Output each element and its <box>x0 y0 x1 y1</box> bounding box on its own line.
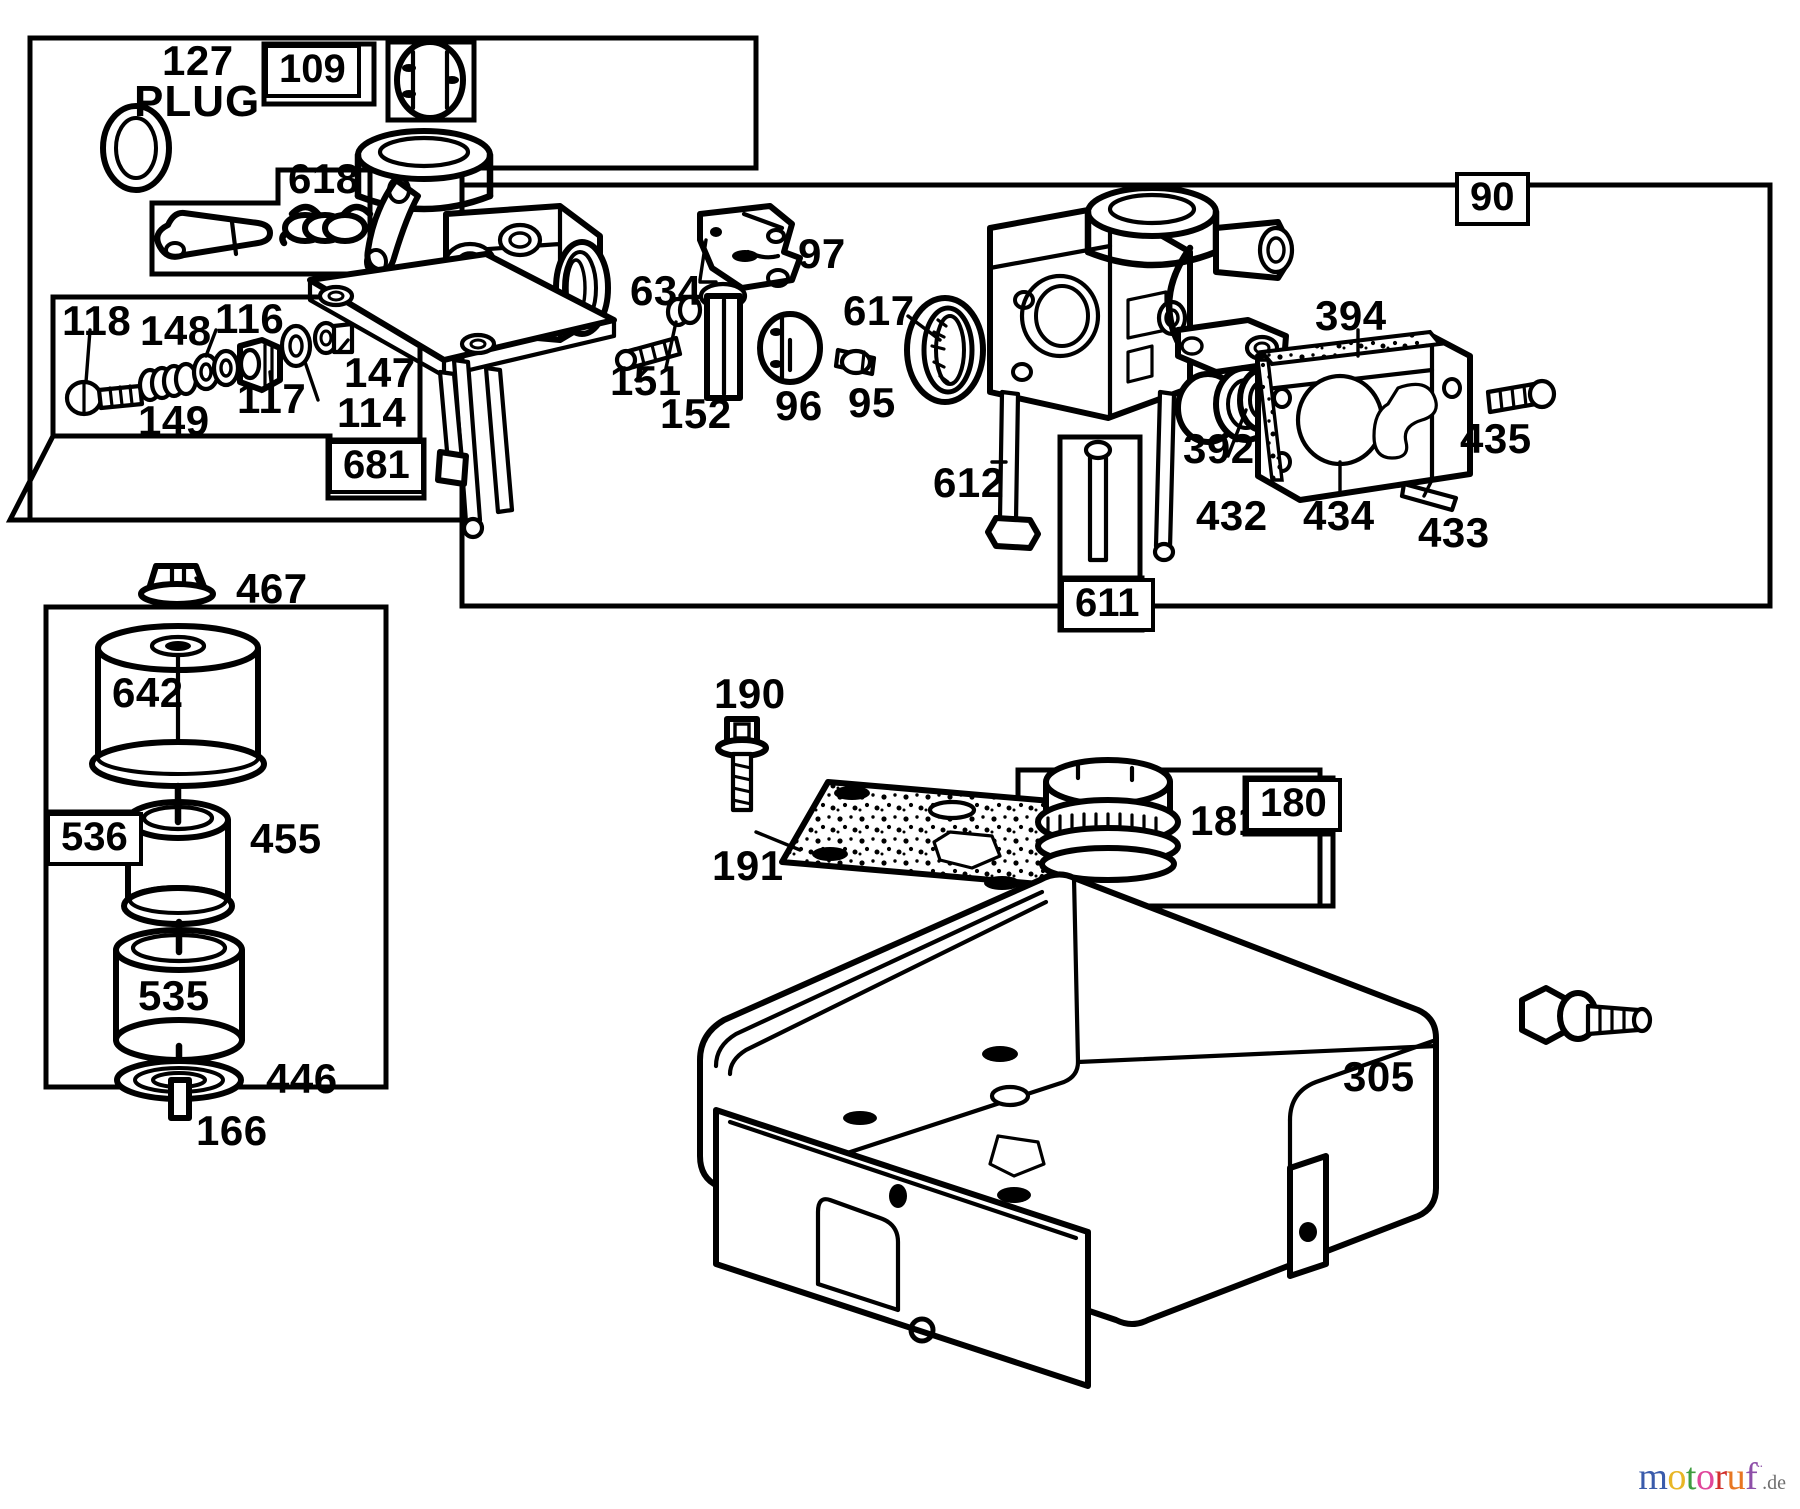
boxed-ref-180: 180 <box>1245 778 1342 832</box>
callout-152-spring: 152 <box>660 390 732 437</box>
callout-plug-text: PLUG <box>134 77 261 126</box>
callout-618-spring: 618 <box>288 155 360 202</box>
motoruf-watermark: motoruf¨.de <box>1638 1455 1786 1499</box>
boxed-ref-611: 611 <box>1060 578 1155 632</box>
callout-634-throttle-shaft: 634 <box>630 267 702 314</box>
callout-392-diaphragm: 392 <box>1183 425 1255 472</box>
boxed-ref-681: 681 <box>328 440 425 494</box>
watermark-letter: f <box>1745 1456 1758 1498</box>
callout-118-screw: 118 <box>62 297 132 344</box>
callout-147-washer: 147 <box>344 349 416 396</box>
callout-394-gasket: 394 <box>1315 292 1387 339</box>
watermark-letter: o <box>1667 1456 1686 1498</box>
callout-97-lever: 97 <box>798 230 846 277</box>
watermark-letter: t <box>1685 1456 1697 1498</box>
boxed-ref-90: 90 <box>1455 172 1530 226</box>
boxed-ref-109: 109 <box>264 44 361 98</box>
callout-617-choke-shaft: 617 <box>843 287 915 334</box>
callout-467-knob: 467 <box>236 565 308 612</box>
callout-148-spring: 148 <box>140 307 212 354</box>
callout-433-pin: 433 <box>1418 509 1490 556</box>
callout-642-air-cleaner-cover: 642 <box>112 669 184 716</box>
watermark-letter: r <box>1714 1456 1727 1498</box>
watermark-letter: o <box>1695 1456 1715 1498</box>
callout-446-washer: 446 <box>266 1055 338 1102</box>
callout-151-screw: 151 <box>610 357 682 404</box>
callout-535-cartridge: 535 <box>138 972 210 1019</box>
callout-114-seal: 114 <box>337 389 407 436</box>
callout-455-foam-element: 455 <box>250 815 322 862</box>
watermark-tld: .de <box>1762 1472 1786 1494</box>
callout-305-screw: 305 <box>1343 1053 1415 1100</box>
callout-434-bowl: 434 <box>1303 492 1375 539</box>
callout-435-screw: 435 <box>1460 415 1532 462</box>
callout-166-stud: 166 <box>196 1107 268 1154</box>
callout-149-spring: 149 <box>138 397 210 444</box>
watermark-letter: u <box>1726 1456 1746 1498</box>
boxed-ref-536: 536 <box>46 812 143 866</box>
callout-432-pump-spring: 432 <box>1196 492 1268 539</box>
callout-117-washer: 117 <box>237 375 307 422</box>
callout-95-screw: 95 <box>848 379 896 426</box>
callout-127-o-ring: 127 <box>162 37 234 84</box>
callout-612-screw: 612 <box>933 459 1005 506</box>
callout-116-nut: 116 <box>215 295 285 342</box>
callout-190-screw: 190 <box>714 670 786 717</box>
watermark-letter: m <box>1638 1456 1668 1498</box>
watermark-umlaut: ¨ <box>1757 1462 1763 1480</box>
callout-191-gasket: 191 <box>712 842 784 889</box>
callout-96-throttle-valve: 96 <box>775 382 823 429</box>
